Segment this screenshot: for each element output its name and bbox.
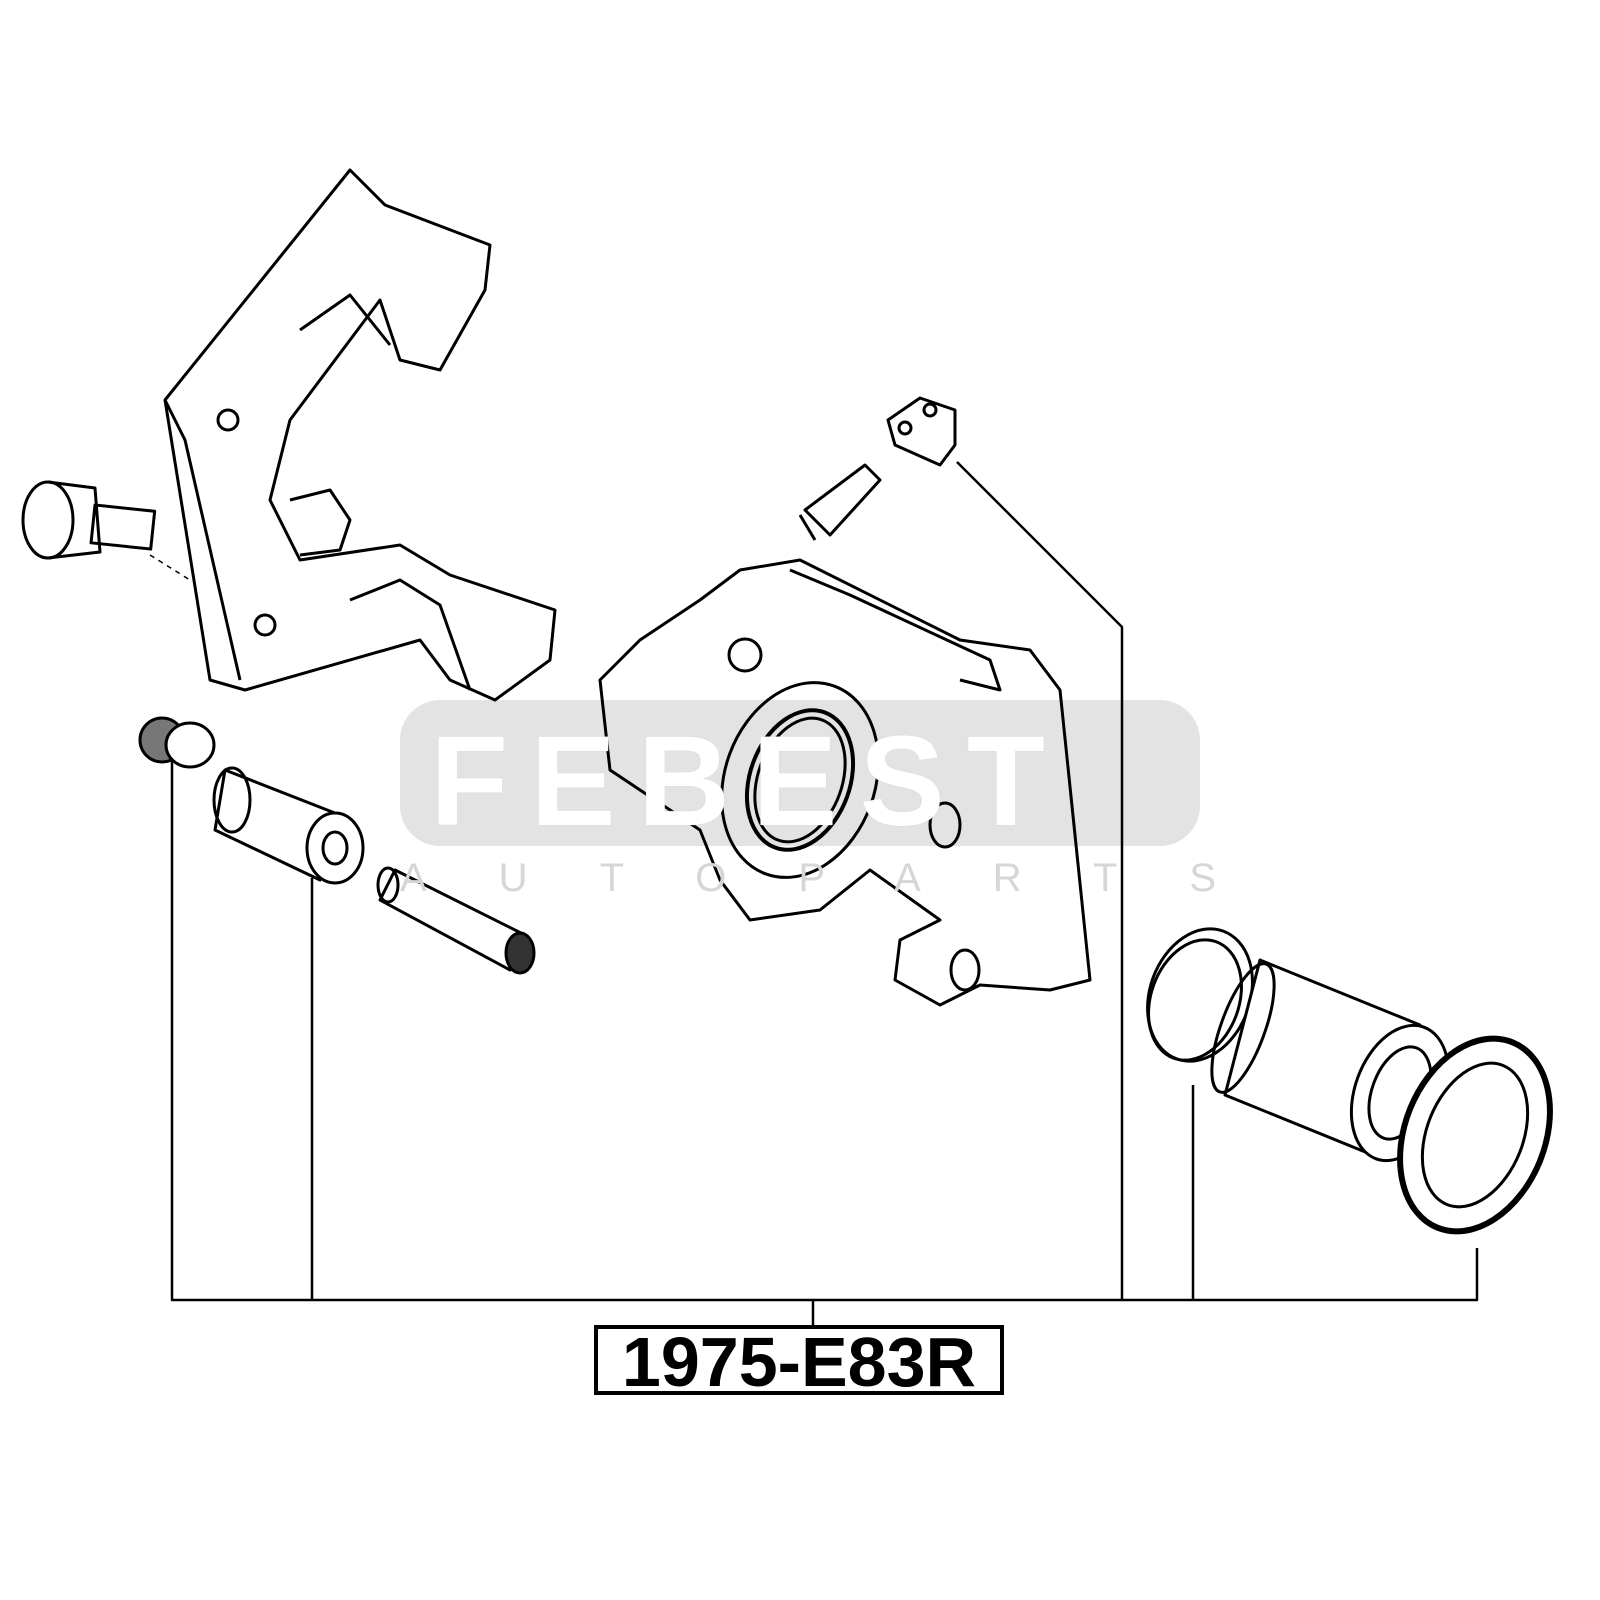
watermark-brand: FEBEST [430, 710, 1067, 853]
watermark-background [400, 700, 1200, 846]
leader-lines [170, 461, 1479, 1327]
dust-cap [138, 716, 216, 769]
caliper-housing [598, 558, 1092, 1007]
bleeder-cap [886, 396, 957, 467]
guide-sleeve [212, 766, 365, 885]
bleeder-screw [798, 463, 882, 541]
piston [1210, 958, 1451, 1163]
caliper-bracket [163, 168, 557, 702]
piston-boot [1397, 1035, 1553, 1235]
part-number-label: 1975-E83R [594, 1325, 1004, 1397]
bracket-bolt [21, 480, 191, 581]
watermark-tagline: AUTOPARTS [400, 856, 1289, 900]
guide-pin [376, 866, 536, 975]
